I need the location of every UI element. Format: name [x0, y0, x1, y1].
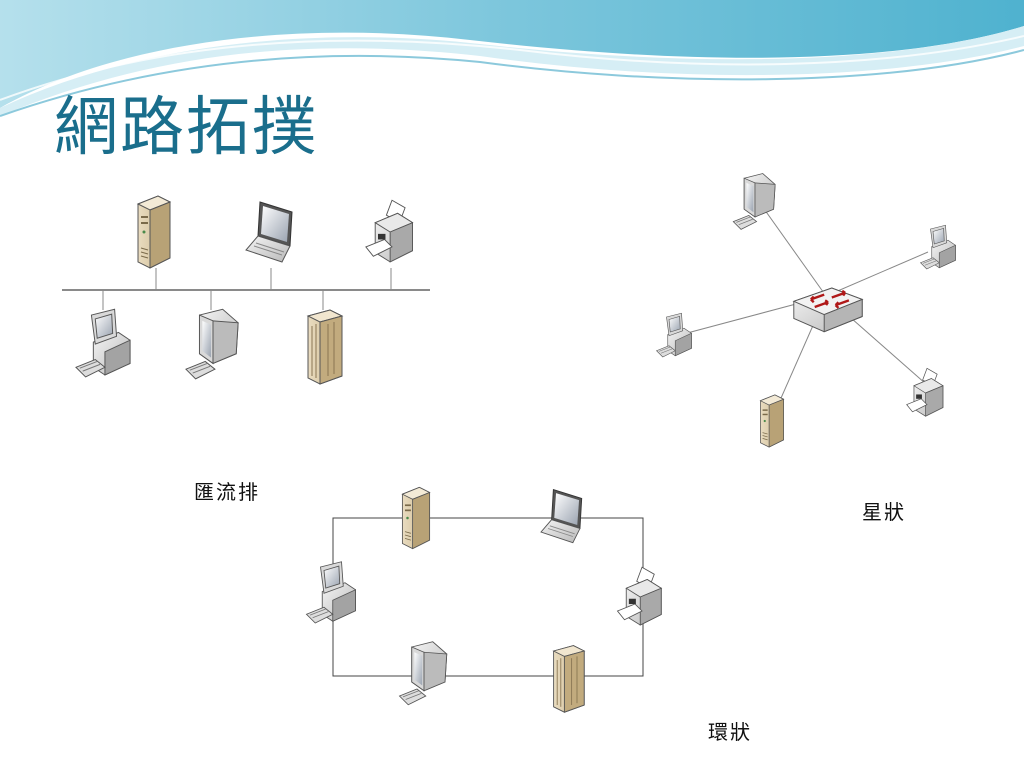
- ring-loop: [332, 517, 644, 677]
- bus-desktop-icon: [75, 308, 131, 378]
- bus-server-icon: [137, 195, 171, 269]
- star-server-icon: [759, 394, 785, 448]
- star-caption: 星狀: [862, 500, 906, 524]
- ring-desktop-icon: [305, 561, 357, 624]
- ring-crt-monitor-icon: [399, 641, 448, 706]
- ring-server-icon: [401, 486, 431, 550]
- ring-printer-icon: [617, 566, 662, 626]
- star-topology: [648, 173, 966, 450]
- ring-laptop-icon: [540, 489, 583, 544]
- bus-printer-icon: [365, 199, 414, 263]
- top-banner: [0, 0, 1024, 117]
- slide-title: 網路拓撲: [54, 91, 318, 165]
- bus-tower-server-icon: [307, 309, 343, 385]
- bus-laptop-icon: [245, 201, 293, 263]
- ring-topology: [305, 486, 662, 713]
- ring-tower-server-icon: [553, 645, 585, 713]
- ring-caption: 環狀: [708, 720, 752, 744]
- bus-crt-monitor-icon: [185, 308, 239, 380]
- bus-caption: 匯流排: [194, 480, 260, 504]
- bus-topology: [62, 195, 430, 385]
